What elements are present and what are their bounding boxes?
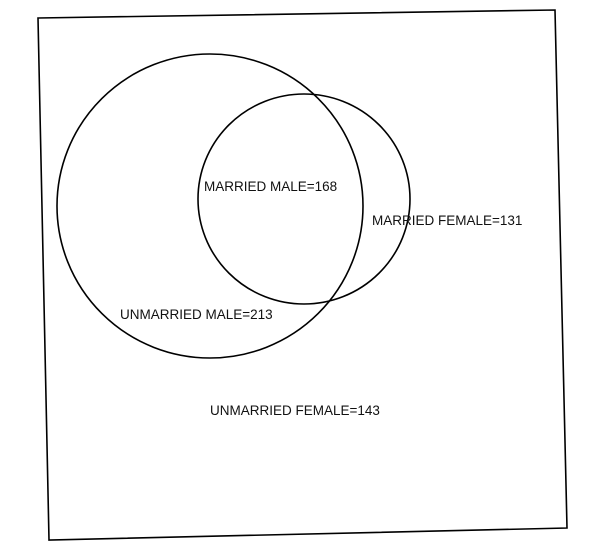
large-circle <box>56 53 364 359</box>
married-male-label: MARRIED MALE=168 <box>204 179 337 194</box>
married-female-label: MARRIED FEMALE=131 <box>372 213 522 228</box>
universal-set-box <box>37 9 568 541</box>
unmarried-male-label: UNMARRIED MALE=213 <box>120 307 273 322</box>
unmarried-female-label: UNMARRIED FEMALE=143 <box>210 403 380 418</box>
small-circle <box>197 93 411 305</box>
